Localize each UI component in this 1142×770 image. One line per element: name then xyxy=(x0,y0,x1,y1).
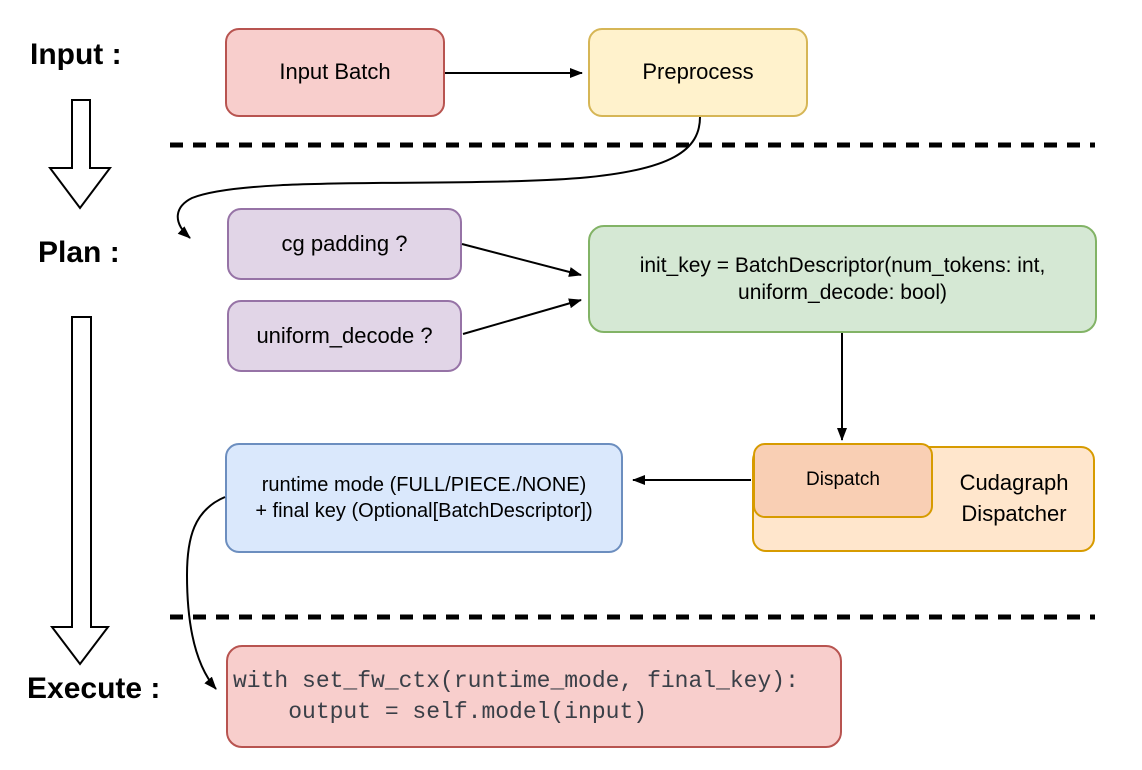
node-uniform-decode-label: uniform_decode ? xyxy=(256,322,433,348)
node-dispatch-label: Dispatch xyxy=(806,469,880,491)
connector-runtime-mode-to-execute-code xyxy=(185,496,226,690)
connector-uniform-decode-to-init-key xyxy=(462,298,582,335)
node-uniform-decode: uniform_decode ? xyxy=(227,300,462,372)
stage-label-execute: Execute : xyxy=(27,672,161,705)
connector-cg-padding-to-init-key xyxy=(461,243,582,277)
down-arrow-input-to-plan xyxy=(48,99,112,210)
execute-code-line1: with set_fw_ctx(runtime_mode, final_key)… xyxy=(233,667,799,694)
stage-label-plan: Plan : xyxy=(38,236,120,269)
node-preprocess-label: Preprocess xyxy=(642,59,754,85)
node-input-batch-label: Input Batch xyxy=(279,59,391,85)
node-init-key-line1: init_key = BatchDescriptor(num_tokens: i… xyxy=(639,253,1046,277)
execute-code-line2: output = self.model(input) xyxy=(233,698,648,725)
node-input-batch: Input Batch xyxy=(225,28,445,117)
cudagraph-line1: Cudagraph xyxy=(959,470,1069,496)
node-dispatch: Dispatch xyxy=(753,443,933,518)
node-cg-padding-label: cg padding ? xyxy=(281,230,408,256)
node-runtime-mode-line1: runtime mode (FULL/PIECE./NONE) xyxy=(261,474,587,496)
down-arrow-plan-to-execute xyxy=(49,316,111,666)
node-runtime-mode-line2: + final key (Optional[BatchDescriptor]) xyxy=(255,500,593,522)
node-execute-code: with set_fw_ctx(runtime_mode, final_key)… xyxy=(226,645,842,748)
node-cg-padding: cg padding ? xyxy=(227,208,462,280)
node-cudagraph-dispatcher-label: Cudagraph Dispatcher xyxy=(934,448,1094,550)
node-runtime-mode: runtime mode (FULL/PIECE./NONE) + final … xyxy=(225,443,623,553)
node-init-key: init_key = BatchDescriptor(num_tokens: i… xyxy=(588,225,1097,333)
node-init-key-line2: uniform_decode: bool) xyxy=(738,281,947,304)
stage-label-input: Input : xyxy=(30,38,122,71)
cudagraph-line2: Dispatcher xyxy=(961,501,1067,526)
node-preprocess: Preprocess xyxy=(588,28,808,117)
